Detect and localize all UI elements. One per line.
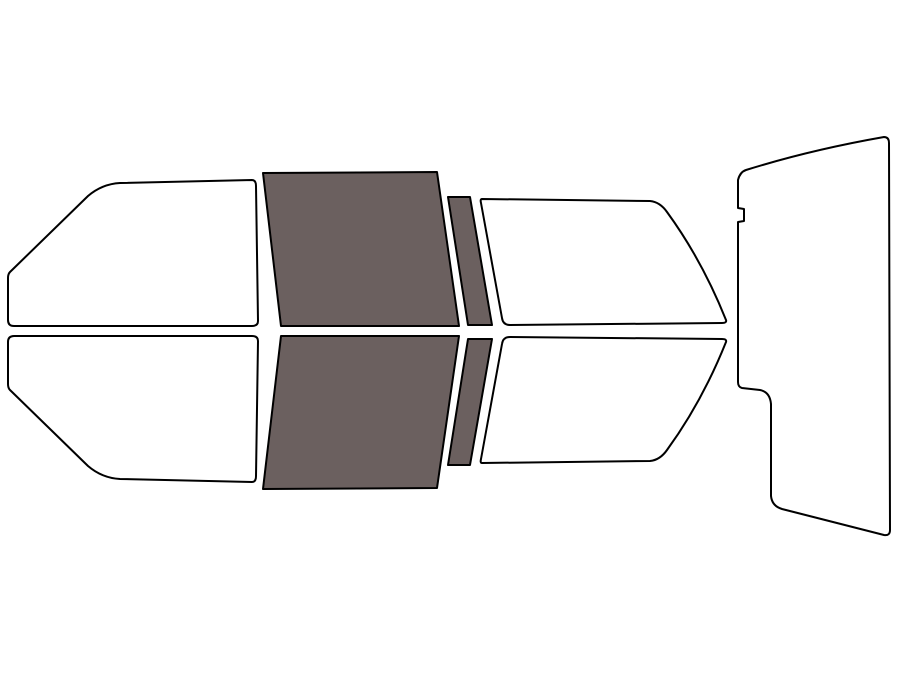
- window-panel-bottom-windshield-half[interactable]: [7, 335, 259, 483]
- window-panel-bottom-front-door-window[interactable]: [262, 335, 460, 490]
- window-panel-top-front-door-window[interactable]: [262, 171, 460, 327]
- window-panel-bottom-rear-door-window[interactable]: [479, 336, 728, 464]
- window-panel-top-windshield-half[interactable]: [7, 179, 259, 327]
- window-panel-top-rear-door-window[interactable]: [479, 198, 728, 326]
- window-panel-bottom-front-vent-window[interactable]: [447, 338, 493, 466]
- window-panel-rear-window[interactable]: [737, 136, 891, 537]
- window-panel-top-front-vent-window[interactable]: [447, 196, 493, 326]
